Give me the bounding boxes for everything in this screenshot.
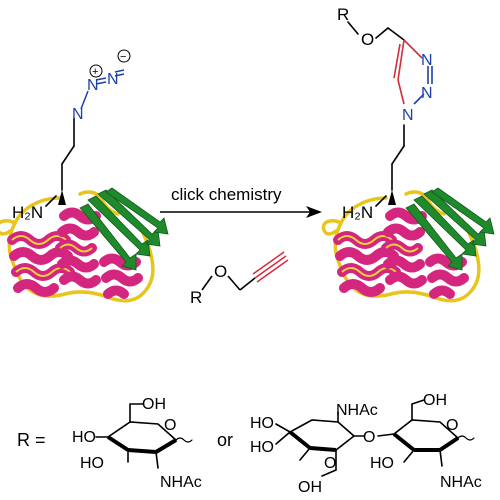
azide-plus-charge bbox=[89, 64, 103, 78]
reaction-arrow: click chemistry bbox=[160, 185, 322, 218]
azide-n1: N bbox=[72, 106, 84, 123]
sugar2-ring-o2: O bbox=[446, 417, 458, 434]
arrow-label: click chemistry bbox=[171, 185, 282, 204]
triazole-protein: R O N N N H₂N bbox=[323, 5, 494, 301]
r-equals-label: R = bbox=[17, 430, 46, 450]
sugar1-ho-2: HO bbox=[80, 455, 104, 472]
sugar-disaccharide: NHAc OH HO HO O O HO O OH NHAc bbox=[250, 392, 482, 496]
triazole-n2: N bbox=[421, 85, 433, 102]
sugar2-oh-top: OH bbox=[423, 392, 447, 409]
sugar2-ho-2: HO bbox=[250, 439, 274, 456]
azide-n3: N bbox=[107, 71, 119, 88]
reagent-r: R bbox=[190, 288, 202, 307]
product-o: O bbox=[361, 30, 374, 49]
sugar2-ho-1: HO bbox=[250, 415, 274, 432]
azide-plus-symbol: + bbox=[92, 66, 98, 78]
sugar2-nhac-bottom: NHAc bbox=[440, 474, 482, 491]
amine-bond bbox=[45, 195, 57, 207]
sugar2-ring-o1: O bbox=[324, 455, 336, 472]
left-amine-label: H₂N bbox=[12, 203, 43, 222]
product-r: R bbox=[337, 5, 349, 24]
triazole-n3: N bbox=[402, 107, 414, 124]
azide-linker-bond-2 bbox=[61, 145, 75, 165]
sugar-glcnac: OH HO HO O NHAc bbox=[72, 396, 202, 491]
alkyne-reagent: R O bbox=[190, 251, 289, 307]
azide-n2: N bbox=[87, 77, 99, 94]
reagent-o: O bbox=[214, 262, 227, 281]
r-group-legend: R = OH HO HO O NHAc or bbox=[17, 392, 482, 496]
sugar2-bridge-o: O bbox=[363, 429, 375, 446]
sugar2-oh-bottom: OH bbox=[298, 479, 322, 496]
wedge-bond bbox=[58, 190, 66, 205]
sugar2-ho-3: HO bbox=[370, 455, 394, 472]
right-amine-label: H₂N bbox=[342, 203, 373, 222]
sugar1-ho-1: HO bbox=[72, 429, 96, 446]
azide-minus-charge bbox=[117, 49, 131, 63]
triazole-n1: N bbox=[421, 52, 433, 69]
azide-minus-symbol: − bbox=[120, 51, 126, 63]
sugar1-nhac: NHAc bbox=[160, 474, 202, 491]
sugar1-oh-top: OH bbox=[142, 396, 166, 413]
sugar1-ring-o: O bbox=[164, 417, 176, 434]
or-label: or bbox=[217, 430, 233, 450]
sugar2-nhac-top: NHAc bbox=[336, 402, 378, 419]
azide-protein: N N N + − H₂N bbox=[0, 49, 168, 301]
